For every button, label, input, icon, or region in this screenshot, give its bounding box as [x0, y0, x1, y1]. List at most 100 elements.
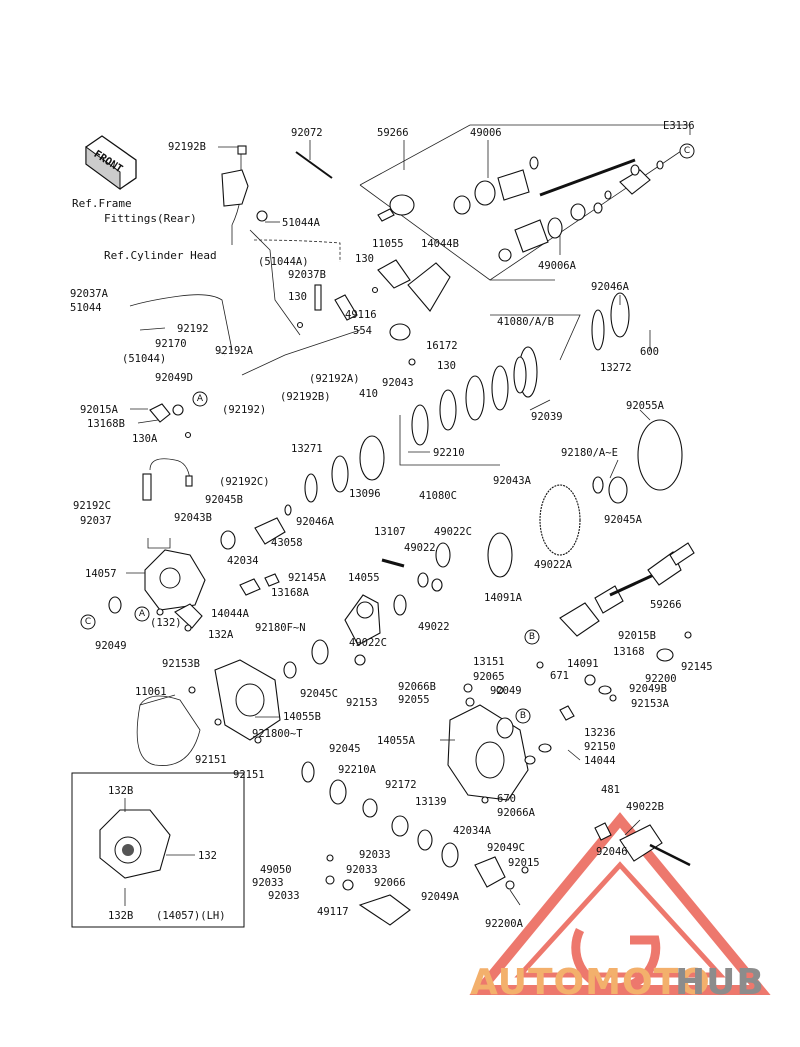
label-92037B: 92037B	[288, 269, 326, 281]
label-42034: 42034	[227, 555, 259, 567]
label-130-1: 130	[355, 253, 374, 265]
label-51044-paren: (51044)	[122, 353, 166, 365]
label-92153A: 92153A	[631, 698, 670, 710]
label-92055: 92055	[398, 694, 430, 706]
label-481: 481	[601, 784, 620, 796]
bearing-housing-14055	[136, 639, 329, 766]
label-92072: 92072	[291, 127, 323, 139]
svg-text:C: C	[684, 146, 690, 156]
label-49022C-2: 49022C	[349, 637, 387, 649]
gear-case-14057	[108, 504, 292, 632]
label-92145A: 92145A	[288, 572, 327, 584]
label-92043B: 92043B	[174, 512, 212, 524]
label-92015A: 92015A	[80, 404, 119, 416]
label-13168B: 13168B	[87, 418, 125, 430]
label-14055B: 14055B	[283, 711, 321, 723]
label-554: 554	[353, 325, 372, 337]
label-13236: 13236	[584, 727, 616, 739]
label-51044A: 51044A	[282, 217, 321, 229]
label-92037A: 92037A	[70, 288, 109, 300]
label-132A: 132A	[208, 629, 234, 641]
label-92180OT: 921800~T	[252, 728, 303, 740]
watermark-part1: AUTOMOTO	[470, 962, 711, 1003]
label-92066B: 92066B	[398, 681, 436, 693]
label-671: 671	[550, 670, 569, 682]
label-92192A-paren: (92192A)	[309, 373, 360, 385]
label-92192B: 92192B	[168, 141, 206, 153]
label-92015: 92015	[508, 857, 540, 869]
svg-text:A: A	[139, 609, 146, 619]
label-13151: 13151	[473, 656, 505, 668]
clutch-pack	[304, 292, 683, 504]
label-13168: 13168	[613, 646, 645, 658]
callout-a-1: A	[192, 391, 208, 407]
label-13139: 13139	[415, 796, 447, 808]
label-130-2: 130	[288, 291, 307, 303]
label-49022C: 49022C	[434, 526, 472, 538]
label-49050: 49050	[260, 864, 292, 876]
label-410: 410	[359, 388, 378, 400]
label-92046A: 92046A	[591, 281, 630, 293]
label-92145: 92145	[681, 661, 713, 673]
label-92043: 92043	[382, 377, 414, 389]
label-92210: 92210	[433, 447, 465, 459]
label-49022: 49022	[404, 542, 436, 554]
label-92055A: 92055A	[626, 400, 665, 412]
label-42034A: 42034A	[453, 825, 492, 837]
label-670: 670	[497, 793, 516, 805]
label-92045A: 92045A	[604, 514, 643, 526]
label-43058: 43058	[271, 537, 303, 549]
label-92039: 92039	[531, 411, 563, 423]
callout-c-2: C	[80, 614, 96, 630]
callout-a-2: A	[134, 606, 150, 622]
label-92033-2: 92033	[346, 864, 378, 876]
label-92192C-paren: (92192C)	[219, 476, 270, 488]
shaft-group-outline	[359, 124, 691, 281]
label-92192: 92192	[177, 323, 209, 335]
label-92065: 92065	[473, 671, 505, 683]
label-14044: 14044	[584, 755, 616, 767]
label-92150: 92150	[584, 741, 616, 753]
label-92045C: 92045C	[300, 688, 338, 700]
hose-clamps-left	[149, 403, 192, 439]
label-92066: 92066	[374, 877, 406, 889]
label-92049A: 92049A	[421, 891, 460, 903]
label-92192B-paren: (92192B)	[280, 391, 331, 403]
part-labels: 92192B 92072 59266 49006 51044A (51044A)…	[70, 127, 713, 930]
label-49022A: 49022A	[534, 559, 573, 571]
inset-labels: 132B 132 132B (14057)(LH)	[108, 785, 226, 922]
label-92033: 92033	[359, 849, 391, 861]
label-92043A: 92043A	[493, 475, 532, 487]
label-59266-2: 59266	[650, 599, 682, 611]
label-11055: 11055	[372, 238, 404, 250]
diagram-id: E3136	[663, 120, 695, 132]
label-92045: 92045	[329, 743, 361, 755]
breather-bracket	[221, 145, 451, 366]
inset-panel	[71, 772, 245, 928]
watermark-part2: HUB	[675, 962, 765, 1003]
label-13271: 13271	[291, 443, 323, 455]
svg-text:C: C	[85, 617, 91, 627]
inset-label-132: 132	[198, 850, 217, 862]
svg-text:B: B	[520, 711, 526, 721]
watermark-text: AUTOMOTO HUB	[470, 962, 765, 1003]
callout-b-1: B	[524, 629, 540, 645]
label-14055A: 14055A	[377, 735, 416, 747]
label-14044B: 14044B	[421, 238, 459, 250]
label-49006A: 49006A	[538, 260, 577, 272]
label-92037: 92037	[80, 515, 112, 527]
label-13168A: 13168A	[271, 587, 310, 599]
label-51044A-paren: (51044A)	[258, 256, 309, 268]
label-92033-4: 92033	[268, 890, 300, 902]
label-92172: 92172	[385, 779, 417, 791]
differential-housing-14055A	[301, 683, 691, 890]
callout-c-top: C	[679, 143, 695, 159]
label-92151-2: 92151	[233, 769, 265, 781]
right-seal-group	[536, 631, 692, 721]
label-13096: 13096	[349, 488, 381, 500]
label-49022B: 49022B	[626, 801, 664, 813]
label-41080: 41080/A/B	[497, 316, 554, 328]
ref-frame-line1: Ref.Frame	[72, 197, 132, 210]
